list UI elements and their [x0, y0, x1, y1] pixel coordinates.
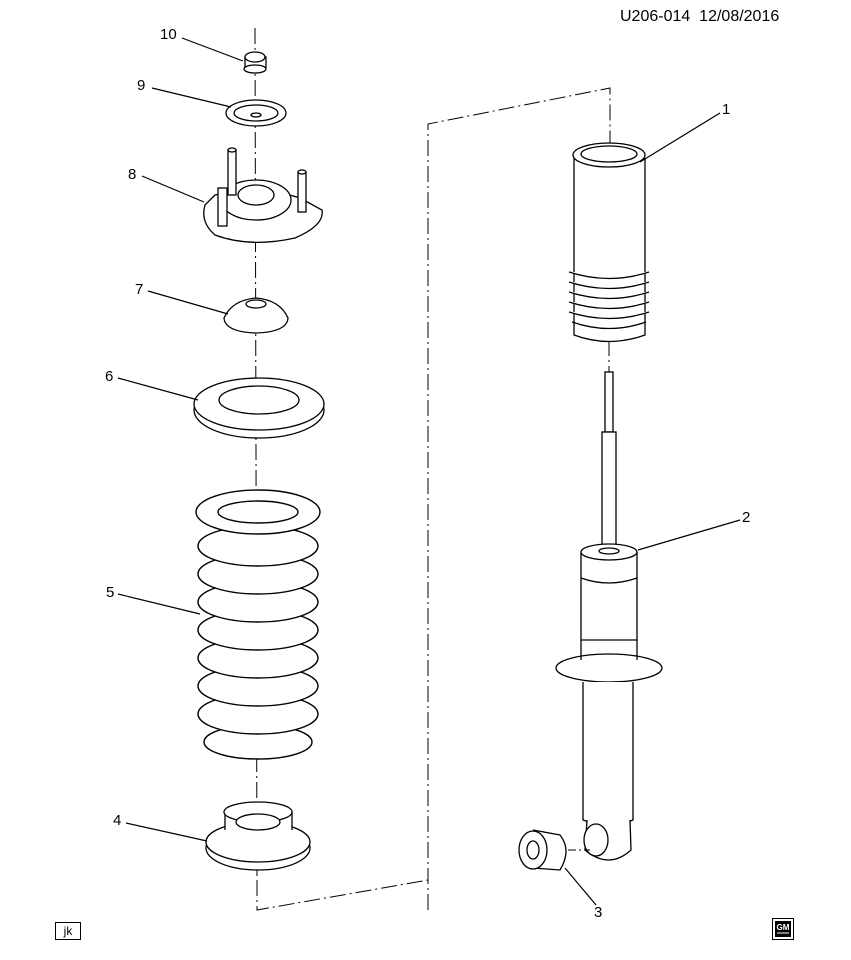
gm-logo-text: GM: [777, 923, 790, 932]
part-6-upper-spring-seat: [193, 377, 325, 439]
callout-2: 2: [742, 509, 751, 526]
part-3-bushing: [518, 829, 590, 871]
part-9-washer: [225, 99, 287, 127]
part-1-dust-boot: [568, 142, 650, 343]
callout-10: 10: [160, 26, 177, 43]
callout-8: 8: [128, 166, 137, 183]
gm-logo-icon: GM: [772, 918, 794, 940]
diagram-code: U206-014: [620, 8, 691, 25]
callout-6: 6: [105, 368, 114, 385]
callout-3: 3: [594, 904, 603, 921]
part-7-bearing-cap: [223, 297, 289, 334]
part-2-shock-absorber: [555, 371, 663, 861]
leader-lines: [117, 37, 741, 906]
callout-1: 1: [722, 101, 731, 118]
part-4-lower-spring-seat: [205, 801, 311, 871]
part-5-coil-spring: [195, 489, 321, 760]
assembly-link-line-bottom: [256, 879, 429, 911]
author-badge: jk: [55, 922, 81, 940]
callout-5: 5: [106, 584, 115, 601]
part-8-strut-mount: [203, 147, 323, 243]
assembly-link-line-top: [427, 87, 611, 910]
diagram-date: 12/08/2016: [699, 8, 780, 25]
callout-4: 4: [113, 812, 122, 829]
part-10-nut: [243, 51, 267, 74]
callout-9: 9: [137, 77, 146, 94]
diagram-code-date: U206-014 12/08/2016: [620, 8, 779, 26]
callout-7: 7: [135, 281, 144, 298]
